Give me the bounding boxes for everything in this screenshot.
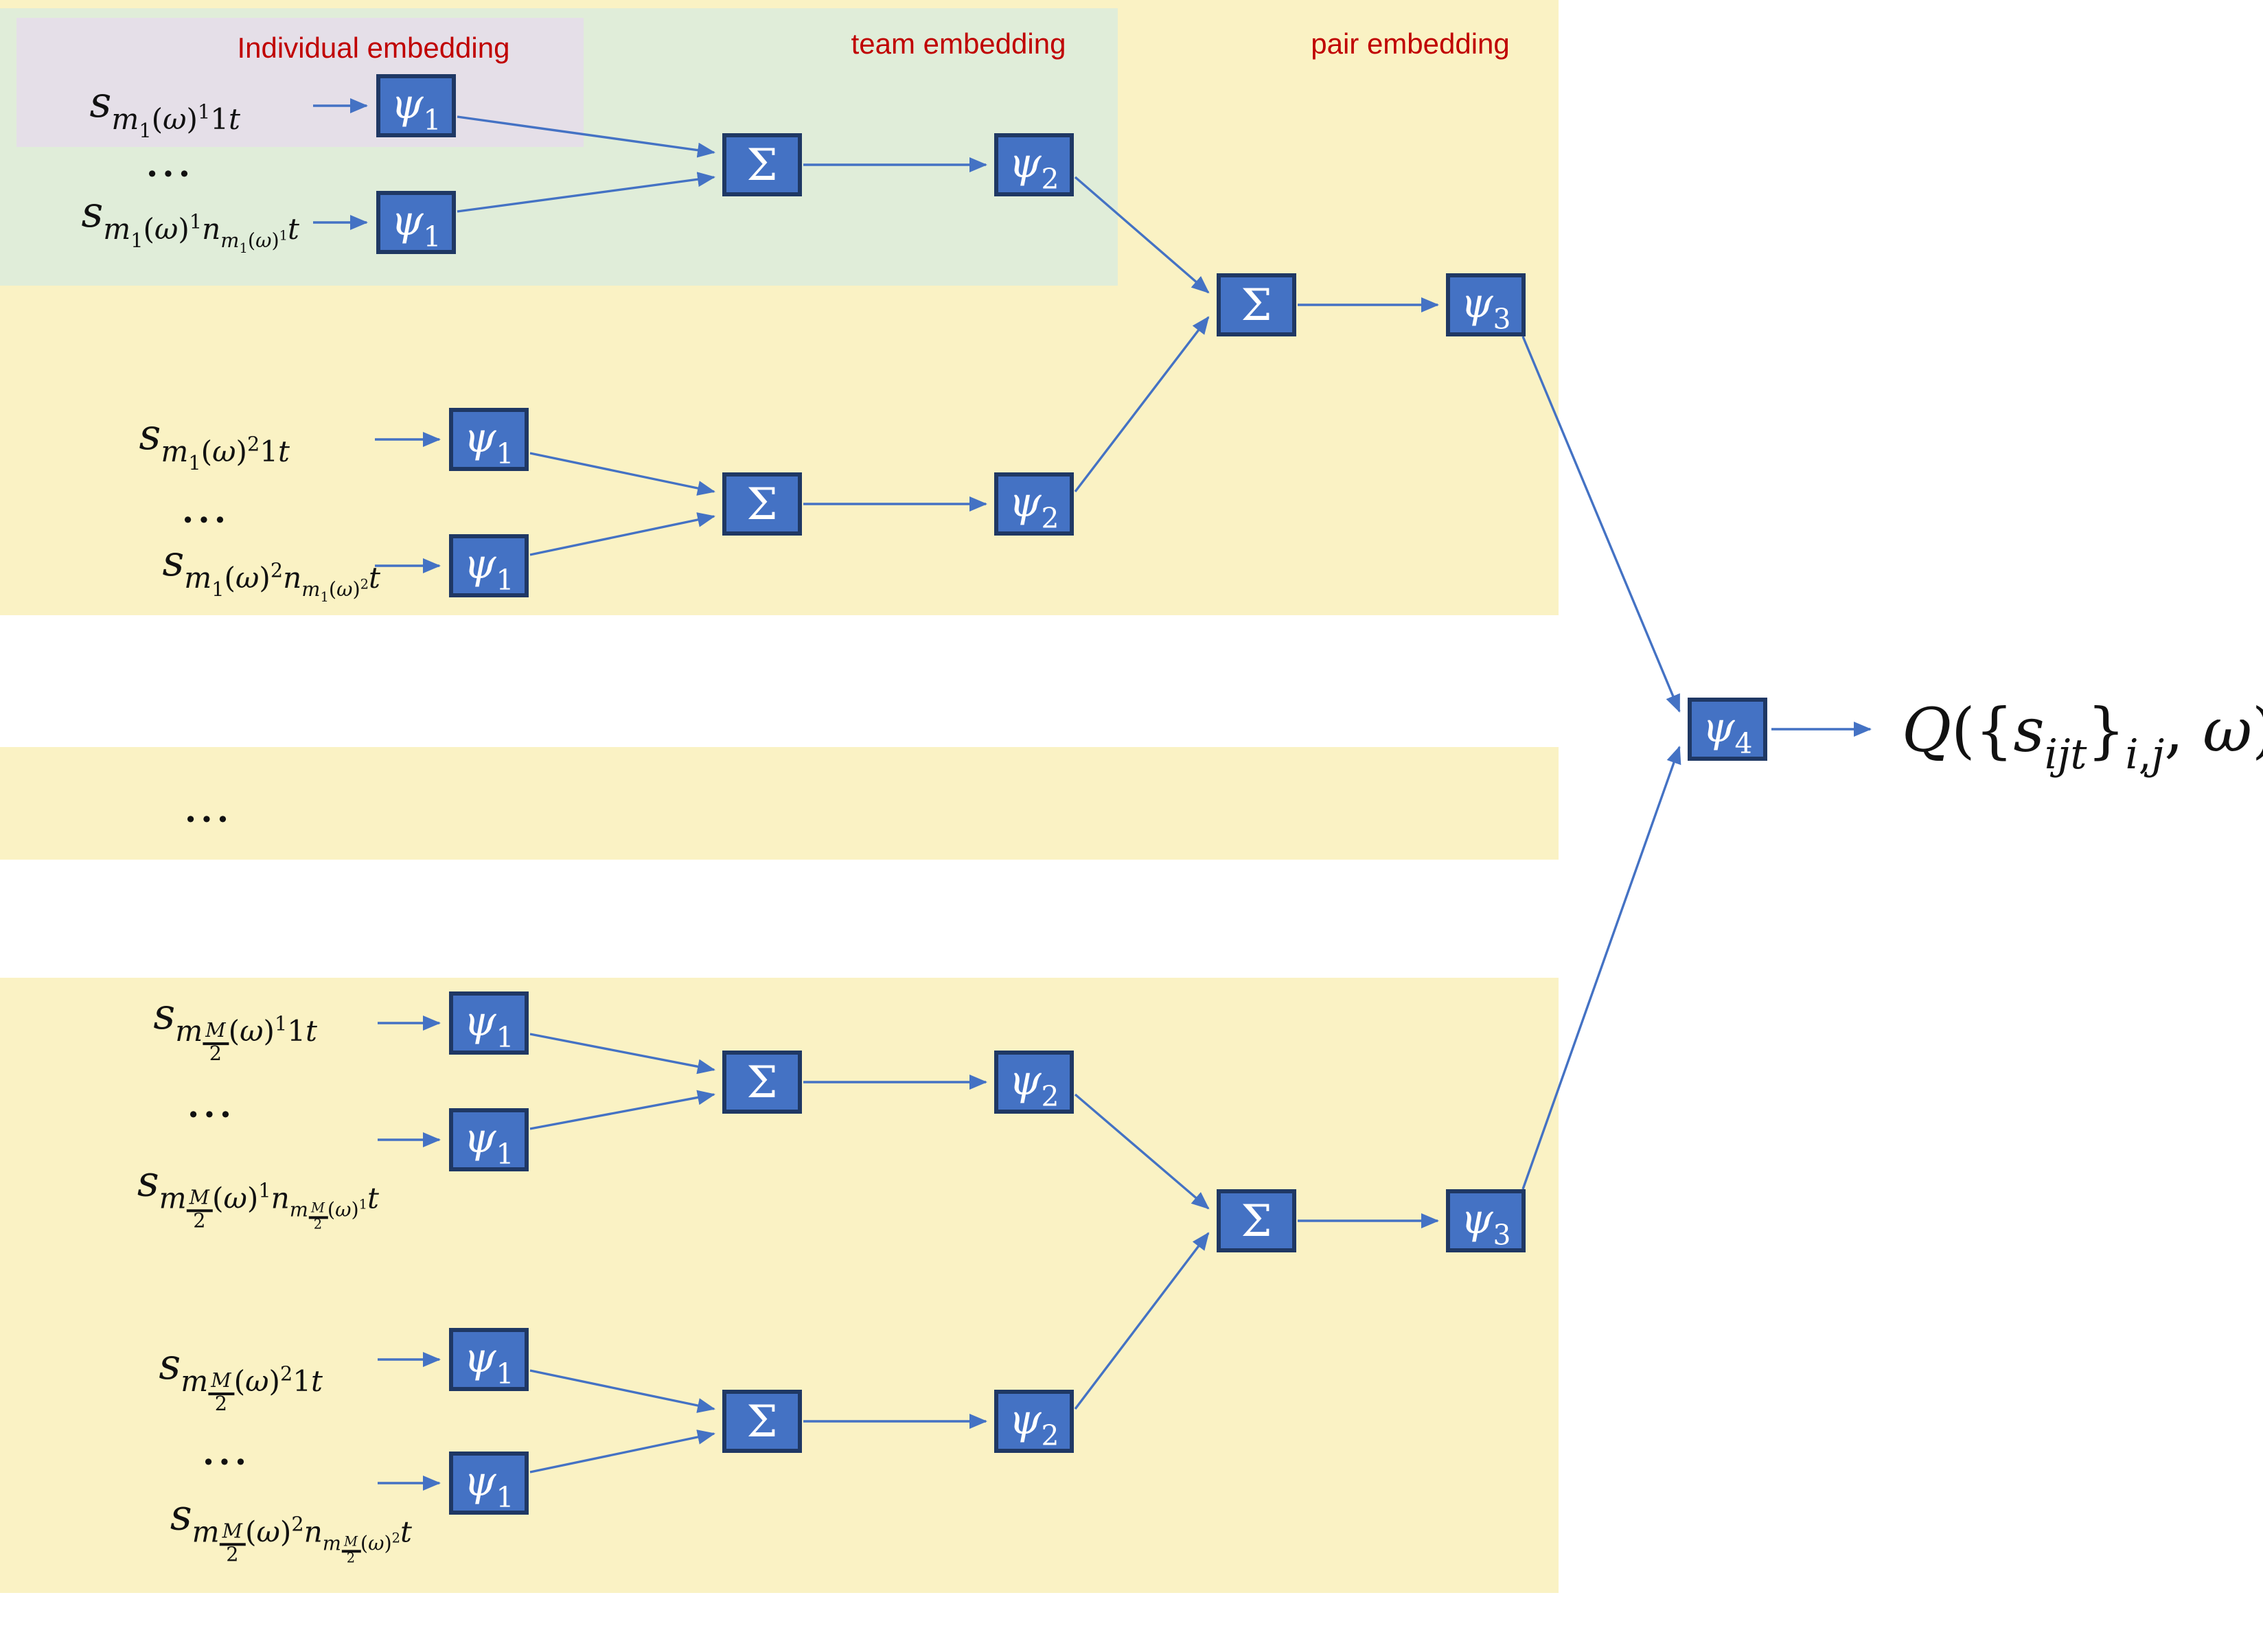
- team-embedding-label: team embedding: [851, 29, 1066, 60]
- sum-pair-bottom-label: Σ: [1241, 1195, 1272, 1247]
- psi2-bottom-group1-label: ψ2: [1009, 1057, 1059, 1114]
- ellipsis-middle-band: ...: [184, 790, 233, 830]
- output-formula: Q({sijt}i,j, ω): [1902, 696, 2263, 780]
- input-top-group1-first: sm1(ω)11t: [89, 78, 241, 143]
- psi1-bottom-group1-b-label: ψ1: [463, 1115, 514, 1171]
- individual-embedding-region: [16, 18, 584, 147]
- psi3-top-label: ψ3: [1460, 280, 1511, 336]
- psi2-bottom-group2-label: ψ2: [1009, 1397, 1059, 1453]
- psi2-bottom-group1: ψ2: [994, 1051, 1074, 1114]
- connector-arrow: [1074, 1093, 1210, 1210]
- ellipsis-top-group2: ...: [181, 491, 231, 531]
- psi1-top-group2-b: ψ1: [449, 534, 529, 597]
- connector-arrow: [1521, 746, 1681, 1190]
- sum-top-group1-label: Σ: [746, 139, 778, 191]
- psi2-top-group2: ψ2: [994, 472, 1074, 536]
- individual-embedding-label: Individual embedding: [237, 33, 510, 65]
- psi1-top-group1-b-label: ψ1: [391, 198, 441, 254]
- sum-bottom-group2: Σ: [722, 1390, 802, 1453]
- psi1-bottom-group1-a: ψ1: [449, 991, 529, 1055]
- pair-embedding-band-middle: [0, 747, 1559, 860]
- psi2-top-group1: ψ2: [994, 133, 1074, 196]
- connector-arrow: [1074, 176, 1210, 294]
- psi3-top: ψ3: [1446, 273, 1526, 336]
- connector-arrow: [529, 452, 715, 496]
- sum-top-group2: Σ: [722, 472, 802, 536]
- ellipsis-bottom-group1: ...: [187, 1086, 236, 1125]
- psi1-bottom-group1-a-label: ψ1: [463, 998, 514, 1055]
- psi1-top-group1-b: ψ1: [376, 191, 456, 254]
- sum-bottom-group1: Σ: [722, 1051, 802, 1114]
- psi3-bottom: ψ3: [1446, 1189, 1526, 1252]
- sum-top-group1: Σ: [722, 133, 802, 196]
- input-top-group2-last: sm1(ω)2nm1(ω)2t: [162, 537, 380, 606]
- psi4: ψ4: [1688, 698, 1767, 761]
- connector-arrow: [529, 1369, 715, 1413]
- sum-pair-top: Σ: [1217, 273, 1296, 336]
- ellipsis-top-group1: ...: [146, 145, 195, 185]
- connector-arrow: [1074, 316, 1210, 493]
- ellipsis-bottom-group2: ...: [202, 1433, 251, 1473]
- input-top-group1-last: sm1(ω)1nm1(ω)1t: [81, 188, 299, 257]
- psi4-label: ψ4: [1702, 704, 1753, 761]
- psi2-bottom-group2: ψ2: [994, 1390, 1074, 1453]
- connector-arrow: [457, 172, 715, 213]
- connector-arrow: [529, 512, 715, 556]
- psi1-bottom-group2-a-label: ψ1: [463, 1335, 514, 1391]
- psi1-bottom-group1-b: ψ1: [449, 1108, 529, 1171]
- psi1-top-group1-a-label: ψ1: [391, 81, 441, 137]
- connector-arrow: [529, 1033, 715, 1075]
- connector-arrow: [529, 1090, 715, 1130]
- sum-bottom-group1-label: Σ: [746, 1056, 778, 1108]
- psi1-top-group2-b-label: ψ1: [463, 541, 514, 597]
- psi2-top-group2-label: ψ2: [1009, 479, 1059, 536]
- connector-arrow: [529, 1430, 715, 1473]
- connector-arrow: [1521, 336, 1681, 713]
- psi3-bottom-label: ψ3: [1460, 1196, 1511, 1252]
- psi1-top-group1-a: ψ1: [376, 74, 456, 137]
- sum-bottom-group2-label: Σ: [746, 1395, 778, 1447]
- connector-arrow: [1074, 1232, 1210, 1410]
- input-top-group2-first: sm1(ω)21t: [139, 411, 290, 475]
- psi2-top-group1-label: ψ2: [1009, 140, 1059, 196]
- sum-pair-top-label: Σ: [1241, 279, 1272, 331]
- sum-top-group2-label: Σ: [746, 478, 778, 530]
- pair-embedding-label: pair embedding: [1311, 29, 1510, 60]
- psi1-top-group2-a-label: ψ1: [463, 415, 514, 471]
- psi1-bottom-group2-a: ψ1: [449, 1328, 529, 1391]
- psi1-bottom-group2-b-label: ψ1: [463, 1458, 514, 1515]
- psi1-bottom-group2-b: ψ1: [449, 1452, 529, 1515]
- connector-arrow: [457, 115, 715, 158]
- sum-pair-bottom: Σ: [1217, 1189, 1296, 1252]
- psi1-top-group2-a: ψ1: [449, 408, 529, 471]
